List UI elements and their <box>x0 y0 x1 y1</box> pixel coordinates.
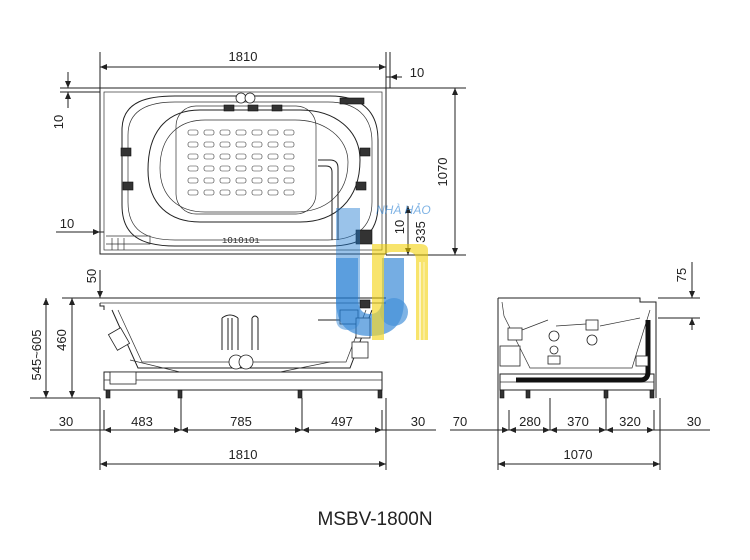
model-label: MSBV-1800N <box>317 509 432 530</box>
dim-leg-range: 545~605 <box>29 330 44 381</box>
dim-drain-gap: 10 <box>392 220 407 234</box>
watermark-logo: NHÀ HẢO <box>312 202 431 340</box>
top-view: 1810 10 1070 10 10 335 10 <box>51 49 466 256</box>
dim-side-height: 460 <box>54 329 69 351</box>
dim-rim-offset: 50 <box>84 269 99 283</box>
dim-left-margin: 10 <box>60 216 74 231</box>
dim-depth: 1070 <box>435 158 450 187</box>
dim-right-offset: 10 <box>410 65 424 80</box>
dim-side-seg-b: 785 <box>230 414 252 429</box>
side-view: 50 460 <box>29 269 436 470</box>
dim-side-seg-right: 30 <box>411 414 425 429</box>
jet-nozzles <box>120 92 371 191</box>
dim-end-seg-right: 30 <box>687 414 701 429</box>
dim-side-seg-c: 497 <box>331 414 353 429</box>
dim-end-seg-left: 70 <box>453 414 467 429</box>
dim-end-overall: 1070 <box>564 447 593 462</box>
dim-side-seg-left: 30 <box>59 414 73 429</box>
dim-end-seg-b: 370 <box>567 414 589 429</box>
dim-side-overall: 1810 <box>229 447 258 462</box>
dim-side-seg-a: 483 <box>131 414 153 429</box>
dim-end-seg-a: 280 <box>519 414 541 429</box>
end-view: 75 7 <box>450 262 710 470</box>
dim-end-rim: 75 <box>674 268 689 282</box>
mat-slots <box>187 129 295 196</box>
dim-end-seg-c: 320 <box>619 414 641 429</box>
dim-top-margin: 10 <box>51 115 66 129</box>
svg-text:ıOıOıOı: ıOıOıOı <box>222 236 260 246</box>
dim-top-width: 1810 <box>229 49 258 64</box>
watermark-text: NHÀ HẢO <box>376 202 431 217</box>
dim-drain-offset: 335 <box>413 221 428 243</box>
